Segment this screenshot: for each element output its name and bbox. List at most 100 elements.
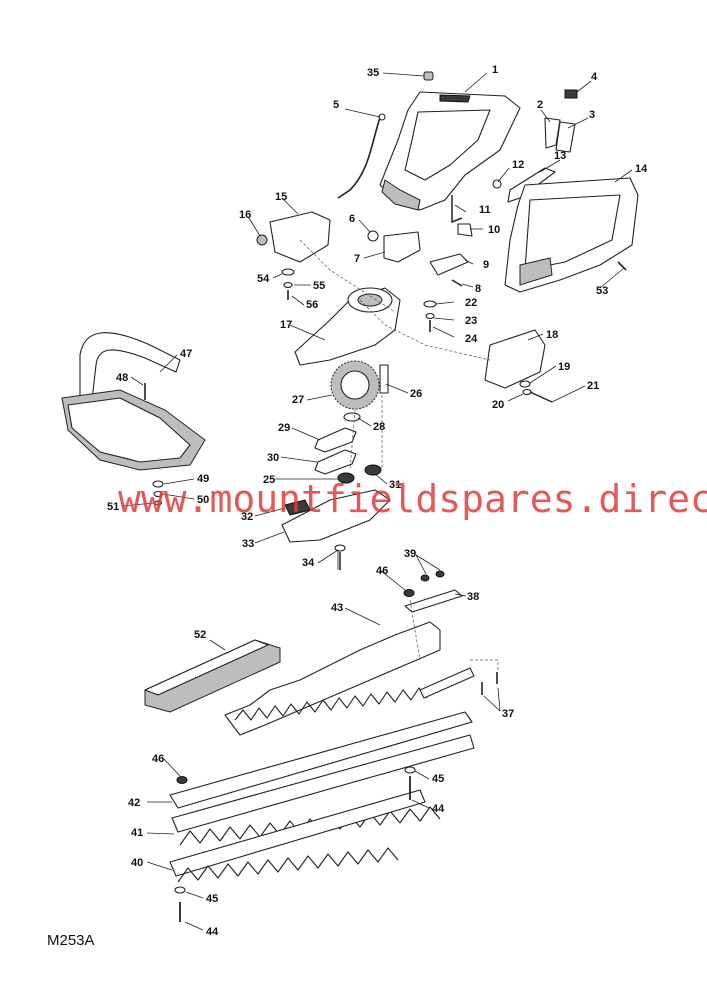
part-21-bolt xyxy=(529,391,553,403)
part-18-plate xyxy=(484,329,546,389)
callout-46-top: 46 xyxy=(376,565,388,577)
part-35-clip xyxy=(423,71,434,81)
callout-33: 33 xyxy=(242,538,254,550)
callout-17: 17 xyxy=(280,319,292,331)
callout-39: 39 xyxy=(404,548,416,560)
callout-35: 35 xyxy=(367,67,379,79)
callout-43: 43 xyxy=(331,602,343,614)
callout-2: 2 xyxy=(537,99,543,111)
part-6 xyxy=(367,230,379,242)
part-31-bearing xyxy=(364,464,382,476)
callout-10: 10 xyxy=(488,224,500,236)
part-19 xyxy=(519,380,531,388)
callout-6: 6 xyxy=(349,213,355,225)
part-53-screw xyxy=(617,261,627,271)
part-40-blade xyxy=(169,789,426,877)
callout-3: 3 xyxy=(589,109,595,121)
part-20 xyxy=(522,388,532,396)
callout-54: 54 xyxy=(257,273,270,285)
callout-15: 15 xyxy=(275,191,287,203)
part-22 xyxy=(423,300,437,308)
part-42-spine xyxy=(169,711,473,809)
callout-28: 28 xyxy=(373,421,385,433)
callout-41: 41 xyxy=(131,827,143,839)
part-9 xyxy=(429,253,469,276)
callout-9: 9 xyxy=(483,259,489,271)
callout-14: 14 xyxy=(635,163,648,175)
part-29-conrod xyxy=(314,427,357,453)
callout-labels: 1 2 3 4 5 6 7 8 9 10 11 12 13 14 15 16 1… xyxy=(107,64,648,938)
callout-42: 42 xyxy=(128,797,140,809)
part-37-bar xyxy=(419,667,475,699)
part-51 xyxy=(154,500,162,506)
part-49 xyxy=(152,480,164,488)
callout-16: 16 xyxy=(239,209,251,221)
callout-49: 49 xyxy=(197,473,209,485)
leader-lines xyxy=(121,72,633,931)
part-45-washer-right xyxy=(404,766,416,774)
callout-48: 48 xyxy=(116,372,128,384)
callout-23: 23 xyxy=(465,315,477,327)
part-5-wire xyxy=(337,117,381,199)
part-26-shaft xyxy=(379,364,389,394)
callout-45-left: 45 xyxy=(206,893,218,905)
callout-18: 18 xyxy=(546,329,558,341)
callout-34: 34 xyxy=(302,557,315,569)
callout-13: 13 xyxy=(554,150,566,162)
callout-8: 8 xyxy=(475,283,481,295)
callout-56: 56 xyxy=(306,299,318,311)
part-33-gearbox-base xyxy=(281,489,391,543)
part-38-plate xyxy=(404,589,463,613)
part-12 xyxy=(492,179,502,189)
part-30-conrod xyxy=(314,449,357,475)
callout-29: 29 xyxy=(278,422,290,434)
part-34-washer xyxy=(334,544,346,552)
diagram-code: M253A xyxy=(47,932,95,949)
callout-44-left: 44 xyxy=(206,926,219,938)
part-28-clip xyxy=(343,412,361,422)
callout-46-bottom: 46 xyxy=(152,753,164,765)
callout-7: 7 xyxy=(354,253,360,265)
part-52-sheath xyxy=(144,639,281,713)
callout-51: 51 xyxy=(107,501,119,513)
callout-40: 40 xyxy=(131,857,143,869)
callout-25: 25 xyxy=(263,474,275,486)
part-39-spacer xyxy=(435,570,445,578)
part-2-link xyxy=(544,117,561,149)
part-47-front-handle xyxy=(61,332,206,471)
callout-22: 22 xyxy=(465,297,477,309)
part-16-nut xyxy=(256,234,268,246)
callout-1: 1 xyxy=(492,64,498,76)
callout-12: 12 xyxy=(512,159,524,171)
callout-55: 55 xyxy=(313,280,325,292)
callout-30: 30 xyxy=(267,452,279,464)
callout-24: 24 xyxy=(465,333,478,345)
callout-26: 26 xyxy=(410,388,422,400)
callout-37: 37 xyxy=(502,708,514,720)
part-11-pin xyxy=(451,195,463,224)
part-23 xyxy=(425,312,435,320)
watermark: www.mountfieldspares.direct xyxy=(118,477,707,521)
part-4-switch xyxy=(564,89,578,99)
part-54-washer xyxy=(281,268,295,276)
callout-21: 21 xyxy=(587,380,599,392)
part-14-side-cover xyxy=(504,177,639,293)
part-45-washer-left xyxy=(174,886,186,894)
callout-53: 53 xyxy=(596,285,608,297)
callout-52: 52 xyxy=(194,629,206,641)
part-46-nut-top xyxy=(403,589,415,597)
part-15-bracket xyxy=(269,211,331,263)
part-17-gearbox-cover xyxy=(294,287,401,366)
callout-44-right: 44 xyxy=(432,803,445,815)
callout-45-right: 45 xyxy=(432,773,444,785)
part-55-washer xyxy=(283,281,293,289)
callout-27: 27 xyxy=(292,394,304,406)
part-43-upper-blade xyxy=(224,621,441,736)
callout-47: 47 xyxy=(180,348,192,360)
callout-19: 19 xyxy=(558,361,570,373)
callout-32: 32 xyxy=(241,511,253,523)
callout-31: 31 xyxy=(389,479,401,491)
callout-5: 5 xyxy=(333,99,339,111)
